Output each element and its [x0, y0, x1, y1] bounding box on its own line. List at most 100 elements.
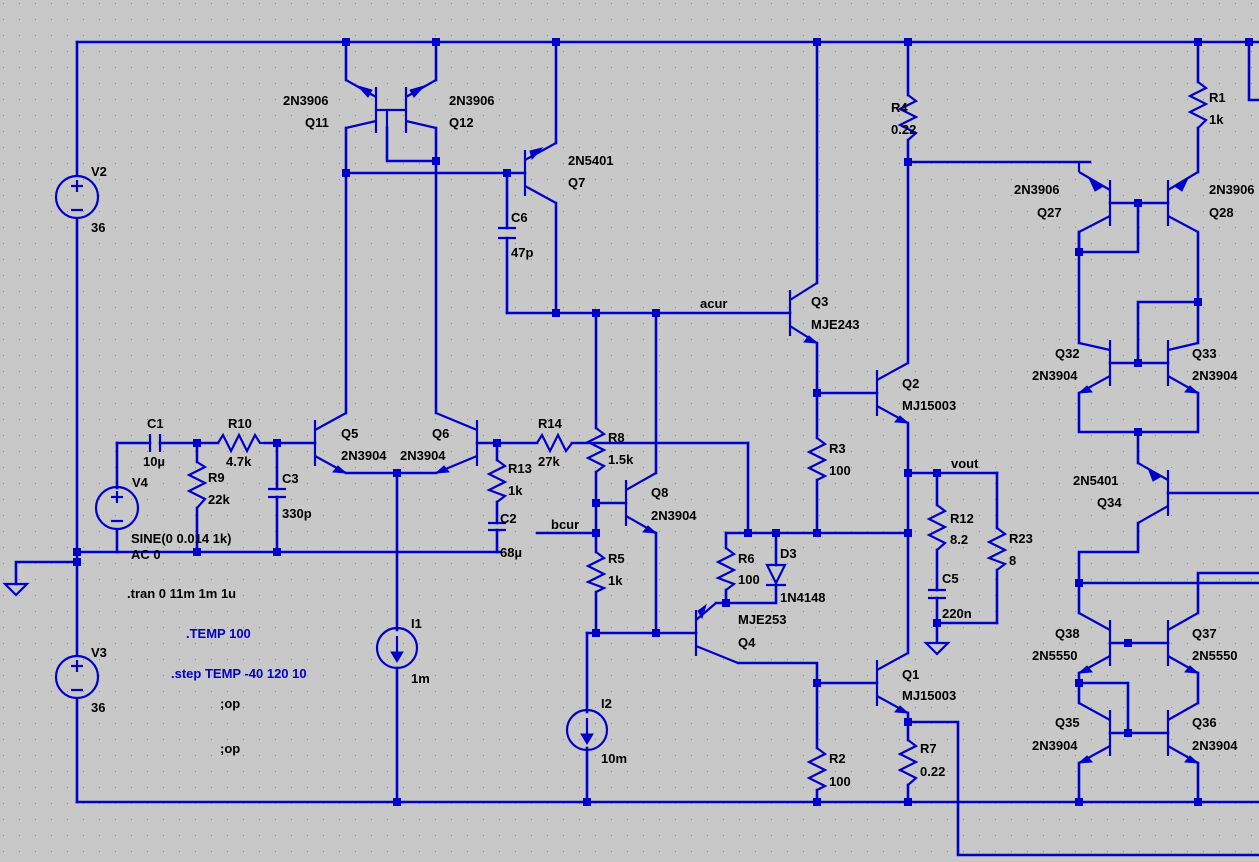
q38-model: 2N5550: [1032, 648, 1078, 663]
r6-name: R6: [738, 551, 755, 566]
v4-name: V4: [132, 475, 149, 490]
q35-name: Q35: [1055, 715, 1080, 730]
net-labels: acur bcur vout: [551, 296, 979, 532]
c1-value: 10µ: [143, 454, 165, 469]
v2-value: 36: [91, 220, 105, 235]
q33-model: 2N3904: [1192, 368, 1238, 383]
ground-symbol-c5: [923, 641, 951, 656]
q2-model: MJ15003: [902, 398, 956, 413]
q1-name: Q1: [902, 667, 919, 682]
v3-value: 36: [91, 700, 105, 715]
r9-value: 22k: [208, 492, 230, 507]
r12-name: R12: [950, 511, 974, 526]
q34-name: Q34: [1097, 495, 1122, 510]
junctions: [73, 38, 1253, 806]
r23-name: R23: [1009, 531, 1033, 546]
q12-model: 2N3906: [449, 93, 495, 108]
q37-model: 2N5550: [1192, 648, 1238, 663]
q7-model: 2N5401: [568, 153, 614, 168]
r23-value: 8: [1009, 553, 1016, 568]
q1-model: MJ15003: [902, 688, 956, 703]
q6-model: 2N3904: [400, 448, 446, 463]
q33-name: Q33: [1192, 346, 1217, 361]
ground-symbol: [2, 582, 30, 597]
net-acur: acur: [700, 296, 727, 311]
q27-name: Q27: [1037, 205, 1062, 220]
voltage-source-v4[interactable]: [94, 485, 140, 531]
c5-name: C5: [942, 571, 959, 586]
r4-value: 0.22: [891, 122, 916, 137]
net-bcur: bcur: [551, 517, 579, 532]
capacitors[interactable]: [148, 226, 946, 600]
i2-name: I2: [601, 696, 612, 711]
q12-name: Q12: [449, 115, 474, 130]
r10-name: R10: [228, 416, 252, 431]
q4-name: Q4: [738, 635, 756, 650]
resistors[interactable]: [186, 81, 1209, 791]
q8-name: Q8: [651, 485, 668, 500]
r10-value: 4.7k: [226, 454, 252, 469]
i1-value: 1m: [411, 671, 430, 686]
directive-op-2: ;op: [220, 741, 240, 756]
voltage-source-v2[interactable]: [54, 174, 100, 220]
r5-value: 1k: [608, 573, 623, 588]
r12-value: 8.2: [950, 532, 968, 547]
q38-name: Q38: [1055, 626, 1080, 641]
r5-name: R5: [608, 551, 625, 566]
net-vout: vout: [951, 456, 979, 471]
spice-directives[interactable]: .tran 0 11m 1m 1u .TEMP 100 .step TEMP -…: [127, 586, 307, 756]
c2-value: 68µ: [500, 545, 522, 560]
r2-value: 100: [829, 774, 851, 789]
d3-name: D3: [780, 546, 797, 561]
v3-name: V3: [91, 645, 107, 660]
r7-value: 0.22: [920, 764, 945, 779]
r14-name: R14: [538, 416, 563, 431]
directive-tran: .tran 0 11m 1m 1u: [127, 586, 236, 601]
directive-temp: .TEMP 100: [186, 626, 251, 641]
q35-model: 2N3904: [1032, 738, 1078, 753]
v4-value-2: AC 0: [131, 547, 161, 562]
r6-value: 100: [738, 572, 760, 587]
c3-value: 330p: [282, 506, 312, 521]
directive-step: .step TEMP -40 120 10: [171, 666, 307, 681]
r4-name: R4: [891, 100, 908, 115]
c6-name: C6: [511, 210, 528, 225]
q5-name: Q5: [341, 426, 358, 441]
r14-value: 27k: [538, 454, 560, 469]
q6-name: Q6: [432, 426, 449, 441]
q28-name: Q28: [1209, 205, 1234, 220]
q8-model: 2N3904: [651, 508, 697, 523]
voltage-source-v3[interactable]: [54, 654, 100, 700]
q7-name: Q7: [568, 175, 585, 190]
directive-op-1: ;op: [220, 696, 240, 711]
r1-value: 1k: [1209, 112, 1224, 127]
q2-name: Q2: [902, 376, 919, 391]
r3-name: R3: [829, 441, 846, 456]
q3-model: MJE243: [811, 317, 859, 332]
c5-value: 220n: [942, 606, 972, 621]
r13-name: R13: [508, 461, 532, 476]
q27-model: 2N3906: [1014, 182, 1060, 197]
q34-model: 2N5401: [1073, 473, 1119, 488]
current-source-i2[interactable]: [565, 708, 609, 752]
r8-value: 1.5k: [608, 452, 634, 467]
q5-model: 2N3904: [341, 448, 387, 463]
current-source-i1[interactable]: [375, 626, 419, 670]
q37-name: Q37: [1192, 626, 1217, 641]
q28-model: 2N3906: [1209, 182, 1255, 197]
c3-name: C3: [282, 471, 299, 486]
r1-name: R1: [1209, 90, 1226, 105]
q11-model: 2N3906: [283, 93, 329, 108]
q32-name: Q32: [1055, 346, 1080, 361]
q36-name: Q36: [1192, 715, 1217, 730]
r2-name: R2: [829, 751, 846, 766]
diode-d3[interactable]: [765, 563, 787, 587]
d3-model: 1N4148: [780, 590, 826, 605]
component-labels: 2N3906 Q11 2N3906 Q12 2N5401 Q7 C6 47p R…: [91, 90, 1255, 789]
i1-name: I1: [411, 616, 422, 631]
transistors[interactable]: [313, 79, 1200, 764]
r3-value: 100: [829, 463, 851, 478]
r8-name: R8: [608, 430, 625, 445]
